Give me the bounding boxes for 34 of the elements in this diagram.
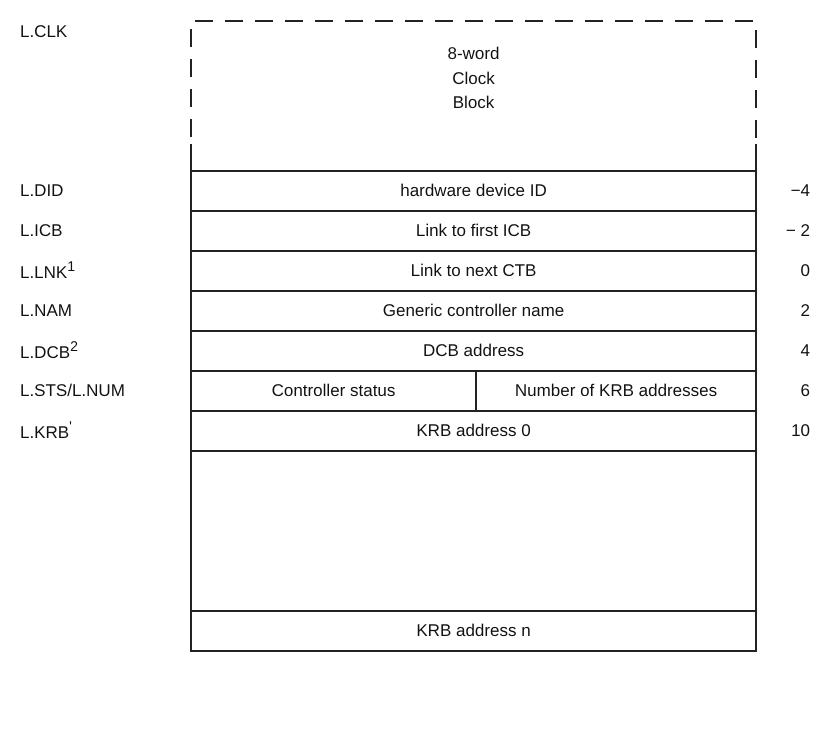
field-name: L.NAM xyxy=(20,301,72,321)
memory-cell xyxy=(190,450,757,612)
cell-label: Controller status xyxy=(272,381,396,401)
cell-label: 8-word Clock Block xyxy=(446,43,500,114)
memory-cell xyxy=(190,610,757,652)
cell-label: Number of KRB addresses xyxy=(514,381,718,401)
cell-label: Link to next CTB xyxy=(410,261,536,281)
offset-value: − 2 xyxy=(786,221,810,241)
cell-label: Generic controller name xyxy=(382,301,564,321)
offset-value: −4 xyxy=(790,181,810,201)
field-name: L.DID xyxy=(20,181,64,201)
field-name: L.STS/L.NUM xyxy=(20,381,125,401)
memory-cell xyxy=(190,170,757,212)
memory-cell xyxy=(190,290,757,332)
offset-value: 6 xyxy=(800,381,810,401)
field-name: L.LNK$^{1}$ xyxy=(20,259,76,283)
cell-label: KRB address 0 xyxy=(416,421,531,441)
offset-value: 10 xyxy=(791,421,810,441)
field-name: L.KRB$^{'}$ xyxy=(20,419,72,443)
cell-label: Link to first ICB xyxy=(416,221,532,241)
field-name: L.CLK xyxy=(20,22,68,42)
field-name: L.DCB$^{2}$ xyxy=(20,339,78,363)
cell-label: KRB address n xyxy=(416,621,531,641)
memory-cell xyxy=(190,410,757,452)
offset-value: 0 xyxy=(800,261,810,281)
offset-value: 2 xyxy=(800,301,810,321)
offset-value: 4 xyxy=(800,341,810,361)
cell-label: DCB address xyxy=(422,341,524,361)
memory-cell xyxy=(190,250,757,292)
dashed-block xyxy=(190,20,757,172)
cell-label: hardware device ID xyxy=(400,181,547,201)
field-name: L.ICB xyxy=(20,221,63,241)
memory-cell xyxy=(190,330,757,372)
memory-cell xyxy=(190,210,757,252)
